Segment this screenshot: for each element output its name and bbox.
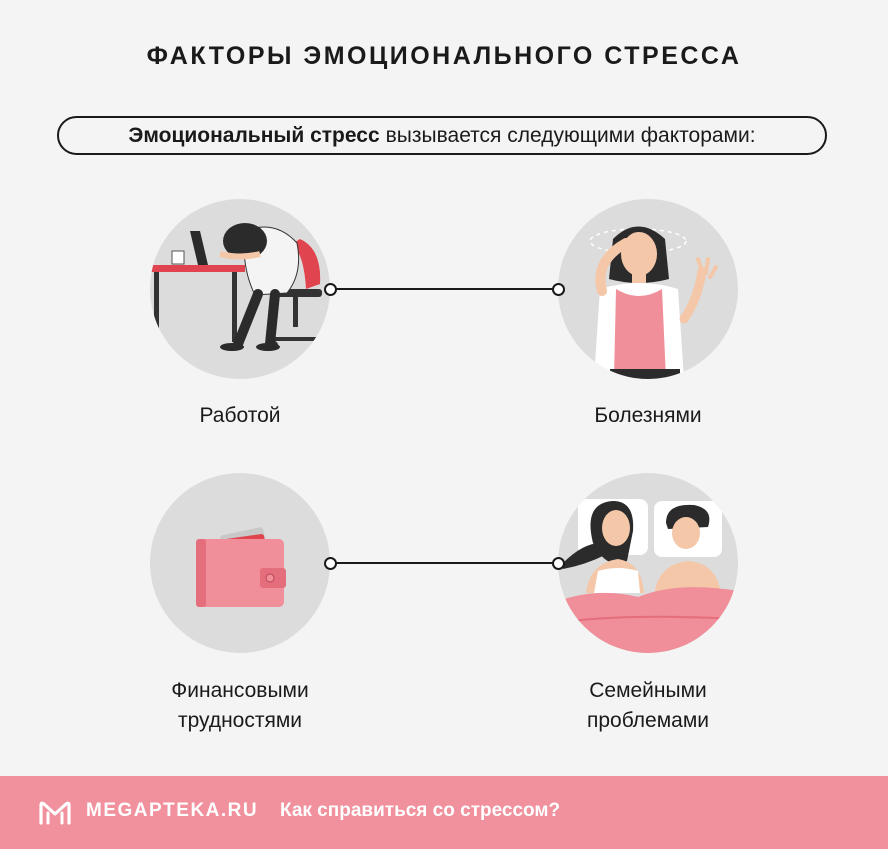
factor-label-illness: Болезнями bbox=[528, 401, 768, 431]
factor-label-line: трудностями bbox=[177, 709, 303, 732]
factor-label-family: Семейными проблемами bbox=[528, 676, 768, 736]
connector-line-bottom bbox=[330, 562, 558, 564]
factor-label-line: Финансовыми bbox=[171, 679, 309, 702]
factor-label-work: Работой bbox=[120, 401, 360, 431]
factor-label-finance: Финансовыми трудностями bbox=[120, 676, 360, 736]
connector-dot bbox=[552, 283, 565, 296]
brand-name[interactable]: MEGAPTEKA.RU bbox=[86, 800, 259, 821]
connector-dot bbox=[324, 557, 337, 570]
finance-illustration bbox=[150, 473, 330, 653]
connector-dot bbox=[324, 283, 337, 296]
family-illustration bbox=[558, 473, 738, 653]
factor-label-line: Семейными bbox=[589, 679, 707, 702]
factor-label-line: Работой bbox=[199, 404, 281, 427]
page-title: ФАКТОРЫ ЭМОЦИОНАЛЬНОГО СТРЕССА bbox=[146, 42, 742, 70]
subtitle-box: Эмоциональный стресс вызывается следующи… bbox=[57, 116, 827, 155]
illness-illustration bbox=[558, 199, 738, 379]
subtitle-bold: Эмоциональный стресс bbox=[128, 123, 380, 147]
subtitle-rest: вызывается следующими факторами: bbox=[385, 123, 756, 147]
megapteka-logo-icon bbox=[39, 801, 71, 825]
work-illustration bbox=[150, 199, 330, 379]
connector-dot bbox=[552, 557, 565, 570]
stress-help-link[interactable]: Как справиться со стрессом? bbox=[280, 800, 561, 821]
footer-bar: MEGAPTEKA.RU Как справиться со стрессом? bbox=[0, 776, 888, 849]
factor-label-line: проблемами bbox=[586, 709, 710, 732]
factor-label-line: Болезнями bbox=[594, 404, 702, 427]
connector-line-top bbox=[330, 288, 558, 290]
